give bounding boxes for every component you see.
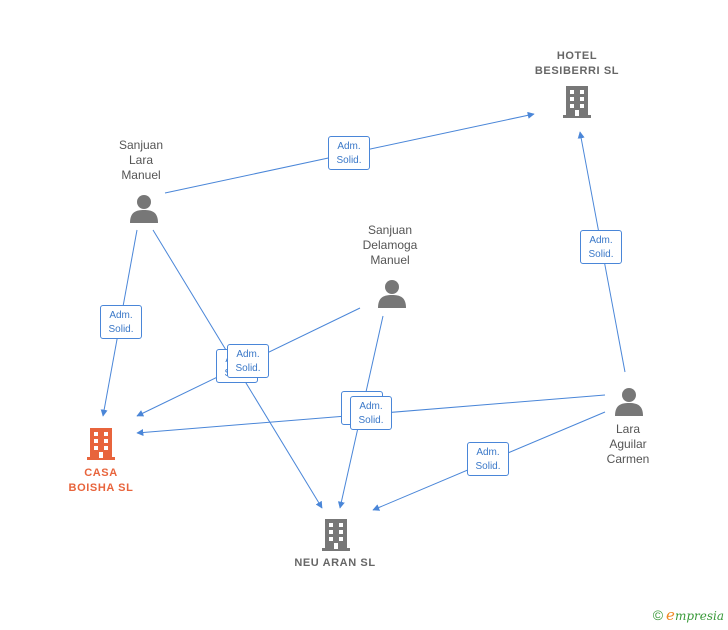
building-icon[interactable]	[321, 517, 351, 551]
person-label-sanjuan-lara[interactable]: Sanjuan Lara Manuel	[118, 138, 164, 182]
edge-badge-lara-casa[interactable]: Adm. Solid.	[350, 396, 392, 430]
building-icon[interactable]	[562, 84, 592, 118]
brand-watermark: ©empresia	[653, 606, 724, 624]
company-label-hotel-besiberri[interactable]: HOTEL BESIBERRI SL	[534, 50, 620, 77]
person-icon[interactable]	[614, 386, 644, 416]
edge-badge-delamoga-casa[interactable]: Adm. Solid.	[227, 344, 269, 378]
company-label-casa-boisha[interactable]: CASA BOISHA SL	[68, 467, 134, 494]
person-icon[interactable]	[377, 278, 407, 308]
edge-badge-sanjuanlara-casa[interactable]: Adm. Solid.	[100, 305, 142, 339]
person-label-lara-aguilar[interactable]: Lara Aguilar Carmen	[606, 422, 650, 466]
company-label-neu-aran[interactable]: NEU ARAN SL	[294, 557, 376, 569]
edge-badge-sanjuanlara-hotel[interactable]: Adm. Solid.	[328, 136, 370, 170]
brand-logo: empresia	[666, 606, 724, 624]
person-label-sanjuan-delamoga[interactable]: Sanjuan Delamoga Manuel	[362, 223, 418, 267]
person-icon[interactable]	[129, 193, 159, 223]
building-icon[interactable]	[86, 426, 116, 460]
copyright-symbol: ©	[652, 607, 664, 623]
edge-badge-lara-neu[interactable]: Adm. Solid.	[467, 442, 509, 476]
edge-badge-lara-hotel[interactable]: Adm. Solid.	[580, 230, 622, 264]
